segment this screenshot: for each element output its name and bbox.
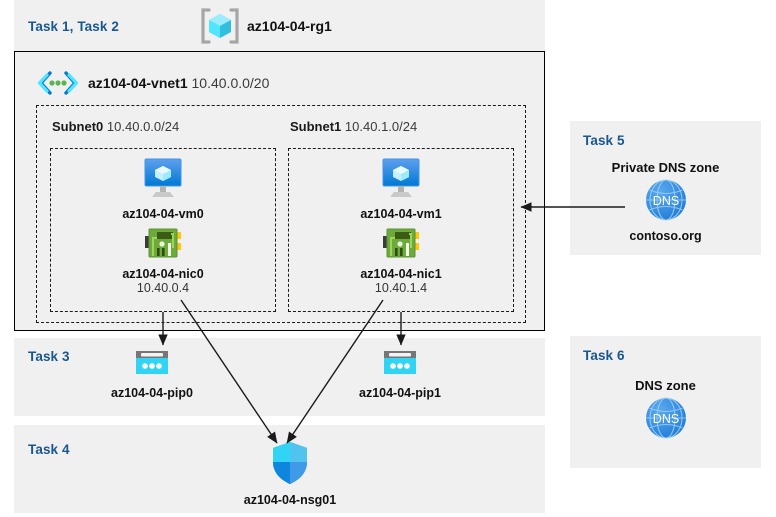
virtual-machine-icon [377,156,425,200]
virtual-machine-icon [139,156,187,200]
resource-group-icon [200,7,240,45]
vm0-name: az104-04-vm0 [122,207,204,221]
virtual-network-icon [36,70,80,96]
vm1-name: az104-04-vm1 [360,207,442,221]
dns-zone-icon: DNS [644,178,688,222]
node-pip0: az104-04-pip0 [92,347,212,400]
resource-group-name: az104-04-rg1 [247,18,332,34]
subnet1-cidr: 10.40.1.0/24 [344,119,418,134]
vnet-panel [14,52,545,331]
vnet-title: az104-04-vnet1 10.40.0.0/20 [88,75,269,91]
task4-label: Task 4 [28,442,70,457]
subnets-group-box [36,105,526,323]
node-private-dns-zone: Private DNS zone DNS contoso. [570,160,761,243]
nic1-name: az104-04-nic1 [360,267,442,281]
pip0-name: az104-04-pip0 [111,386,193,400]
node-nic0: az104-04-nic0 10.40.0.4 [103,226,223,296]
nic0-name: az104-04-nic0 [122,267,204,281]
node-vm0: az104-04-vm0 [103,156,223,221]
task6-label: Task 6 [583,348,625,363]
node-dns-zone: DNS zone DNS [570,378,761,445]
subnet0-cidr: 10.40.0.0/24 [106,119,180,134]
subnet1-title: Subnet1 10.40.1.0/24 [290,119,417,134]
public-ip-address-icon [380,347,420,379]
network-interface-icon [143,226,183,260]
dns-zone-icon-text: DNS [652,194,678,208]
node-vm1: az104-04-vm1 [341,156,461,221]
task3-panel [14,338,545,416]
vnet-cidr: 10.40.0.0/20 [191,75,270,91]
subnet0-title: Subnet0 10.40.0.0/24 [52,119,179,134]
node-nsg01: az104-04-nsg01 [220,440,360,507]
task5-label: Task 5 [583,133,625,148]
node-nic1: az104-04-nic1 10.40.1.4 [341,226,461,296]
vnet-name: az104-04-vnet1 [88,75,188,91]
subnet0-name: Subnet0 [52,119,104,134]
task1-task2-label: Task 1, Task 2 [28,19,119,34]
public-ip-address-icon [132,347,172,379]
dns-zone-icon: DNS [644,396,688,440]
task1-task2-panel [14,0,545,52]
subnet1-name: Subnet1 [290,119,342,134]
private-dns-zone-name: contoso.org [629,229,702,243]
private-dns-zone-heading: Private DNS zone [611,160,720,175]
pip1-name: az104-04-pip1 [359,386,441,400]
nsg01-name: az104-04-nsg01 [243,493,337,507]
subnet1-box [288,148,514,312]
task3-label: Task 3 [28,349,70,364]
nic0-ip: 10.40.0.4 [136,281,190,296]
dns-zone-heading: DNS zone [635,378,696,393]
network-interface-icon [381,226,421,260]
nic1-ip: 10.40.1.4 [374,281,428,296]
node-pip1: az104-04-pip1 [340,347,460,400]
network-security-group-icon [269,440,311,486]
dns-zone-icon-text: DNS [652,412,678,426]
subnet0-box [50,148,276,312]
